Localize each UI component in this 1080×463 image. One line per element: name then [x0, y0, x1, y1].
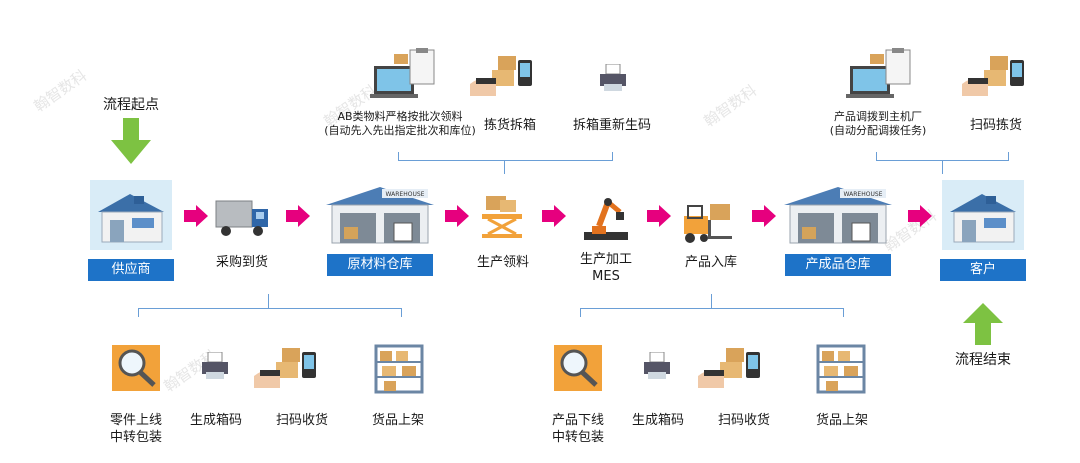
finished-warehouse-icon: WAREHOUSE	[784, 187, 892, 244]
bottom-left-bracket-tick	[268, 294, 269, 308]
process-sublabel: MES	[592, 269, 620, 284]
top-left-bracket-tick	[504, 160, 505, 174]
watermark: 翰智数科	[30, 66, 91, 116]
bottom-right-step-2: 生成箱码	[631, 413, 685, 428]
top-left-step-1-line2: (自动先入先出指定批次和库位)	[324, 124, 476, 137]
storage-label: 产品入库	[684, 255, 738, 270]
forklift-icon	[684, 204, 732, 243]
bottom-right-bracket	[580, 308, 844, 317]
laptop-clipboard-icon	[370, 48, 435, 98]
shelf-icon	[374, 344, 424, 394]
scanner-boxes-icon	[962, 56, 1024, 96]
shelf-icon	[816, 344, 866, 394]
magnifier-box-icon	[554, 345, 602, 391]
scanner-boxes-icon	[254, 348, 316, 388]
flow-arrow-icon	[286, 205, 310, 227]
top-left-step-2: 拣货拆箱	[483, 118, 537, 133]
start-label: 流程起点	[103, 97, 159, 113]
raw-warehouse-label: 原材料仓库	[327, 254, 433, 276]
raw-warehouse-icon: WAREHOUSE	[326, 187, 434, 244]
scanner-boxes-icon	[698, 348, 760, 388]
laptop-clipboard-icon	[846, 48, 911, 98]
top-right-step-1-line1: 产品调拨到主机厂	[834, 110, 922, 123]
purchase-label: 采购到货	[215, 255, 269, 270]
top-right-step-2: 扫码拣货	[969, 118, 1023, 133]
bottom-right-bracket-tick	[711, 294, 712, 308]
printer-icon	[600, 64, 626, 91]
top-right-step-1-line2: (自动分配调拨任务)	[829, 124, 927, 137]
printer-icon	[202, 352, 228, 379]
end-arrow-icon	[963, 303, 1003, 345]
top-left-bracket	[398, 152, 613, 161]
robot-arm-icon	[584, 198, 628, 240]
top-left-step-3: 拆箱重新生码	[572, 118, 652, 133]
watermark: 翰智数科	[700, 81, 761, 131]
flow-arrow-icon	[445, 205, 469, 227]
supplier-label: 供应商	[88, 259, 174, 281]
flow-arrow-icon	[647, 205, 671, 227]
printer-icon	[644, 352, 670, 379]
warehouse-sign: WAREHOUSE	[386, 191, 425, 198]
bottom-left-step-1-line1: 零件上线	[109, 413, 163, 428]
start-arrow-icon	[111, 118, 151, 164]
bottom-right-step-1-line1: 产品下线	[551, 413, 605, 428]
issue-label: 生产领料	[476, 255, 530, 270]
bottom-right-step-3: 扫码收货	[717, 413, 771, 428]
bottom-left-bracket	[138, 308, 402, 317]
bottom-left-step-3: 扫码收货	[275, 413, 329, 428]
warehouse-sign: WAREHOUSE	[844, 191, 883, 198]
bottom-left-step-2: 生成箱码	[189, 413, 243, 428]
flow-arrow-icon	[752, 205, 776, 227]
customer-label: 客户	[940, 259, 1026, 281]
top-right-bracket-tick	[942, 160, 943, 174]
flow-arrow-icon	[908, 205, 932, 227]
bottom-right-step-1-line2: 中转包装	[551, 430, 605, 445]
bottom-right-step-4: 货品上架	[815, 413, 869, 428]
supplier-building-icon	[90, 180, 172, 250]
process-label: 生产加工	[579, 252, 633, 267]
bottom-left-step-1-line2: 中转包装	[109, 430, 163, 445]
flow-arrow-icon	[542, 205, 566, 227]
scanner-boxes-icon	[470, 56, 532, 96]
flow-arrow-icon	[184, 205, 208, 227]
customer-building-icon	[942, 180, 1024, 250]
finished-warehouse-label: 产成品仓库	[785, 254, 891, 276]
truck-icon	[215, 200, 268, 236]
end-label: 流程结束	[955, 352, 1011, 368]
cart-icon	[482, 196, 522, 238]
top-left-step-1-line1: AB类物料严格按批次领料	[337, 110, 463, 123]
bottom-left-step-4: 货品上架	[371, 413, 425, 428]
magnifier-box-icon	[112, 345, 160, 391]
